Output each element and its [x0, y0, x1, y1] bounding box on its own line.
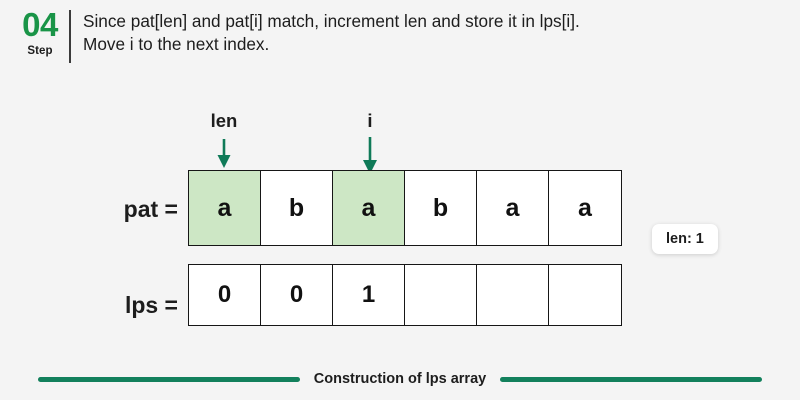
lps-cell[interactable] [477, 265, 549, 325]
instruction-line-1: Since pat[len] and pat[i] match, increme… [83, 11, 580, 31]
footer-rule-right [500, 376, 763, 382]
header-divider [69, 10, 71, 63]
lps-row-label: lps = [124, 292, 178, 318]
pat-row-label: pat = [123, 196, 178, 222]
step-header: 04 Step Since pat[len] and pat[i] match,… [0, 0, 800, 76]
pointer-i: i [340, 110, 400, 175]
footer-caption-bar: Construction of lps array [0, 368, 800, 390]
pat-cell[interactable]: a [189, 171, 261, 245]
pointer-i-label: i [367, 110, 373, 131]
pointer-len-label: len [210, 110, 238, 131]
pointer-len: len [194, 110, 254, 169]
lps-cell[interactable]: 0 [189, 265, 261, 325]
step-instruction: Since pat[len] and pat[i] match, increme… [83, 10, 580, 55]
lps-cell[interactable] [405, 265, 477, 325]
lps-array: 0 0 1 [188, 264, 622, 326]
footer-caption: Construction of lps array [313, 371, 487, 387]
lps-cell[interactable] [549, 265, 621, 325]
len-value-badge: len: 1 [652, 224, 718, 254]
lps-cell[interactable]: 1 [333, 265, 405, 325]
footer-rule-left [37, 376, 300, 382]
pat-cell[interactable]: a [549, 171, 621, 245]
step-number: 04 [22, 6, 58, 43]
instruction-line-2: Move i to the next index. [83, 33, 270, 54]
step-badge: 04 Step [12, 6, 68, 57]
pat-cell[interactable]: a [477, 171, 549, 245]
lps-cell[interactable]: 0 [261, 265, 333, 325]
step-word-label: Step [27, 44, 53, 57]
arrow-down-icon [217, 138, 231, 168]
pat-cell[interactable]: b [405, 171, 477, 245]
arrow-down-icon [363, 136, 377, 174]
pat-cell[interactable]: b [261, 171, 333, 245]
pat-cell[interactable]: a [333, 171, 405, 245]
pat-array: a b a b a a [188, 170, 622, 246]
